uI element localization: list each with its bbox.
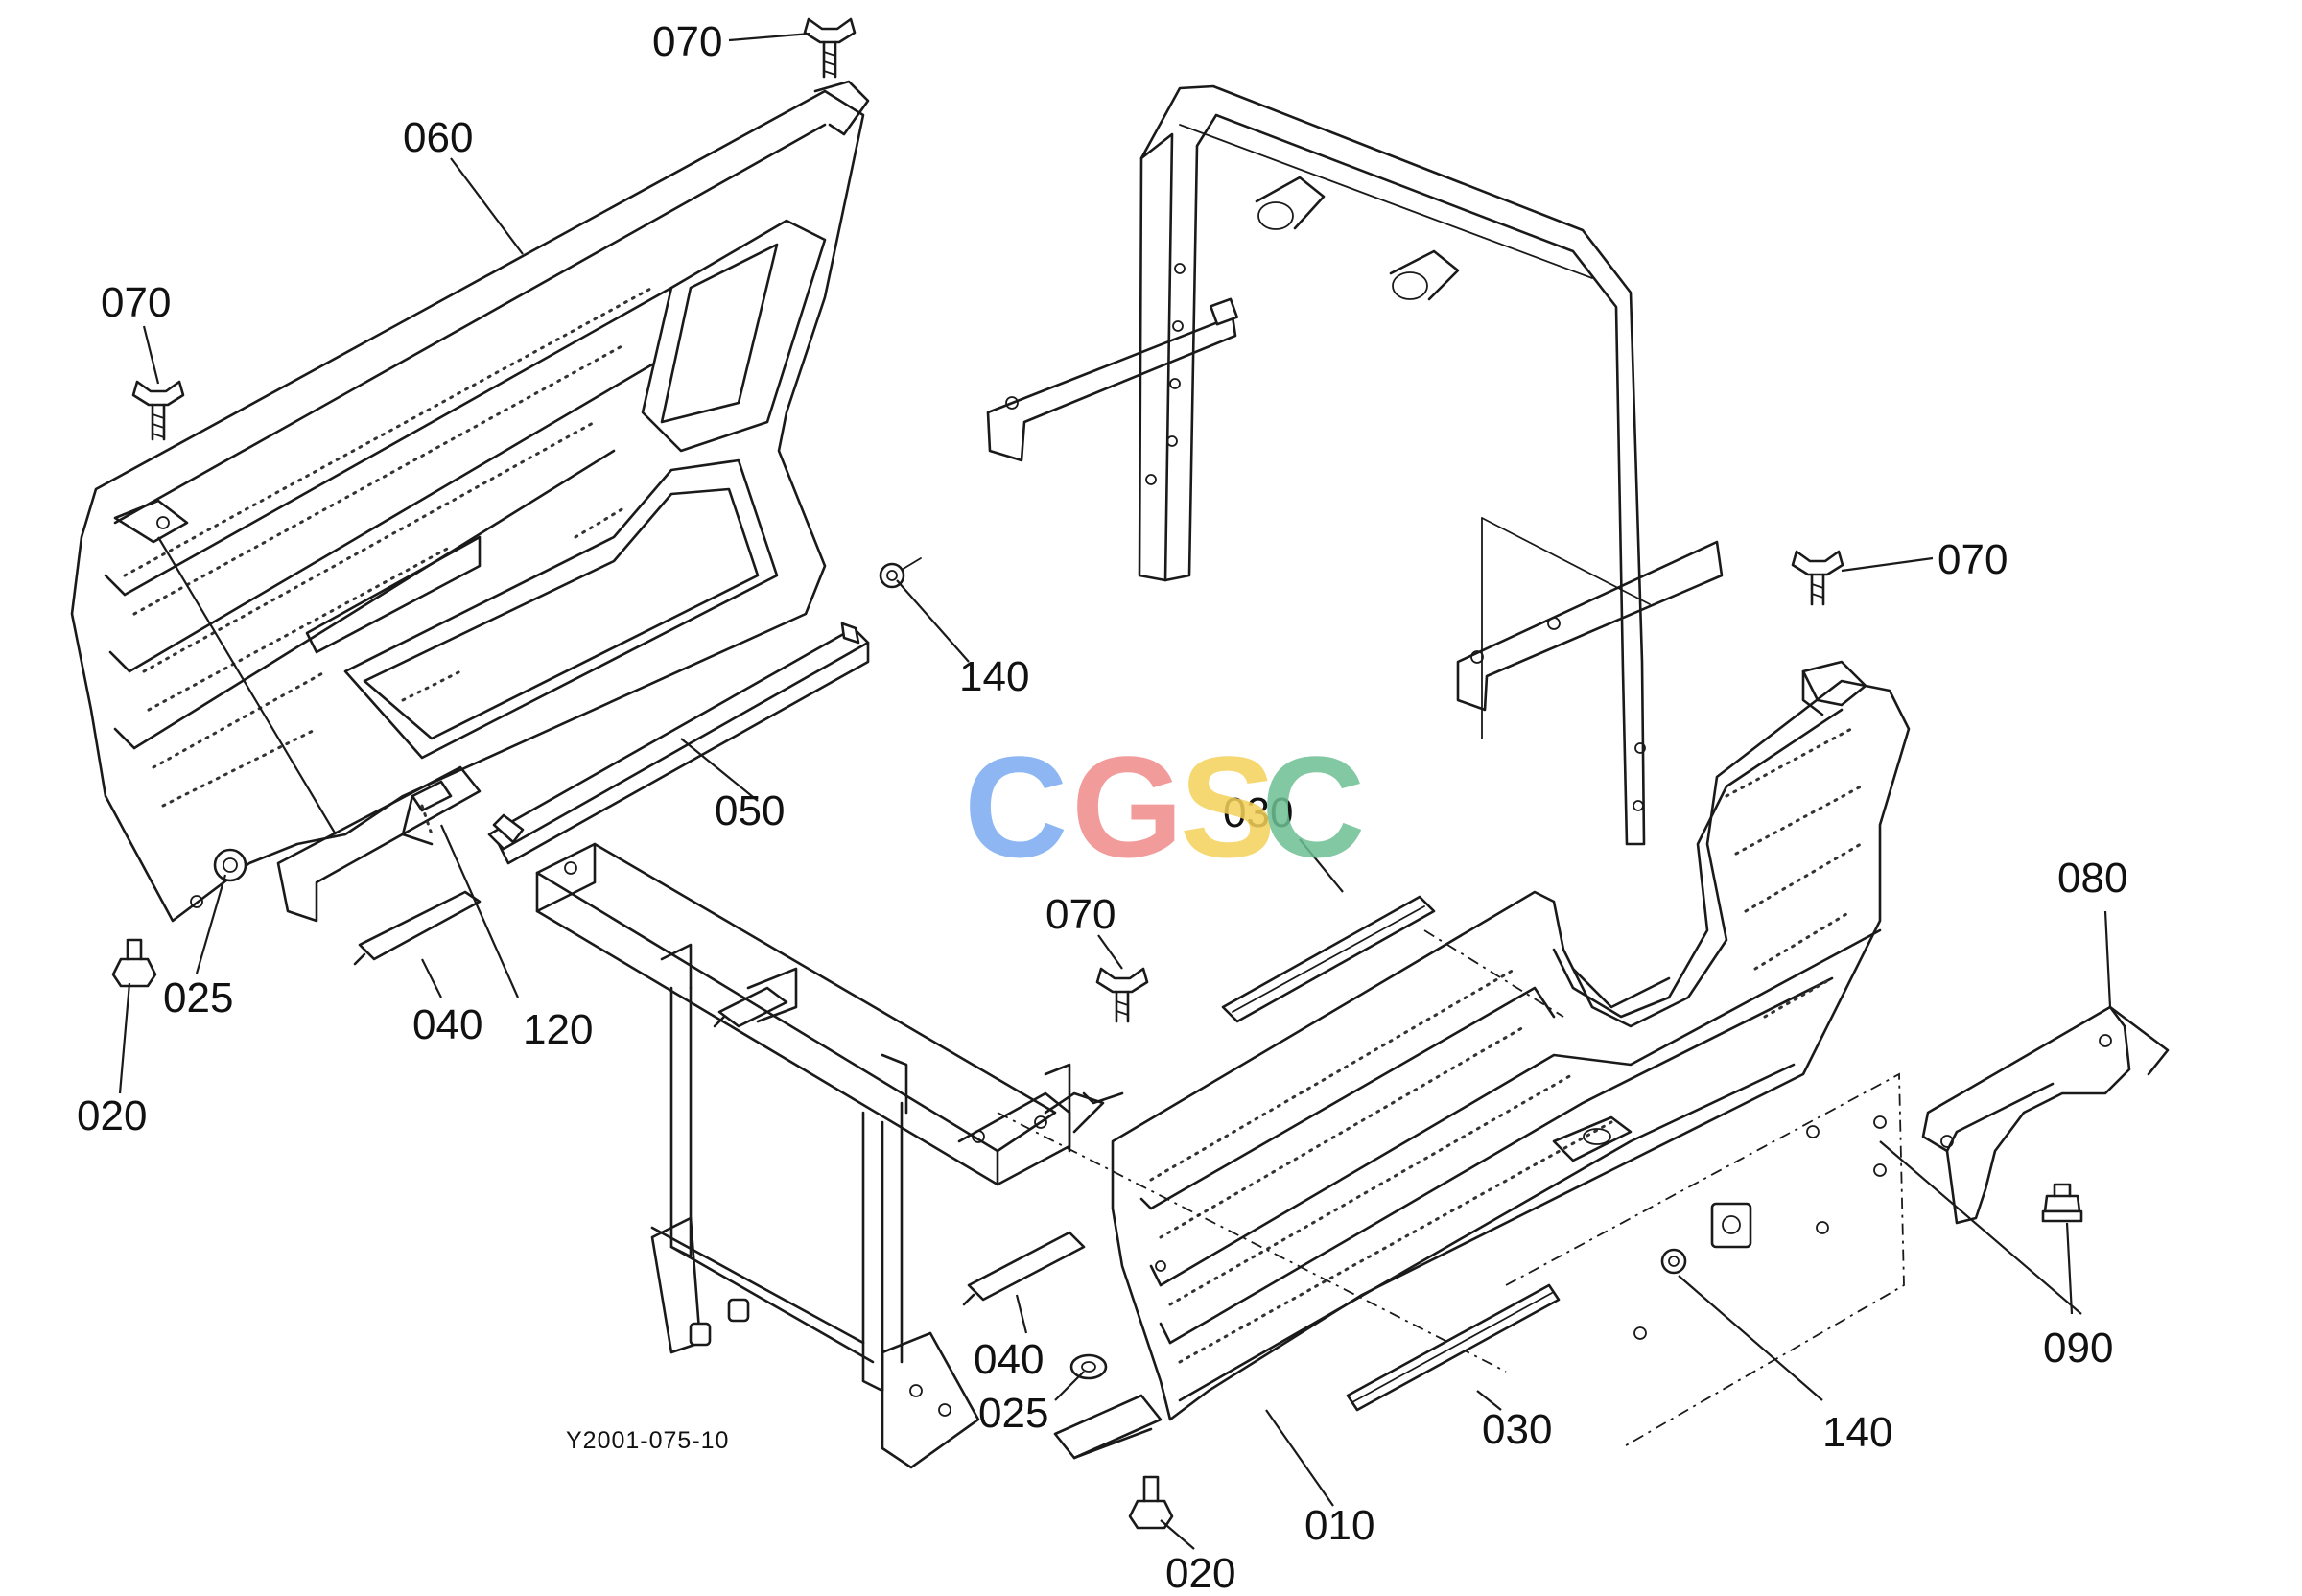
callout-025: 025 [163,974,233,1021]
callout-040: 040 [974,1336,1044,1383]
rear-frame [986,84,1724,846]
callout-070: 070 [1938,536,2008,583]
leader-lines [118,32,2112,1550]
floor-frame [276,622,1124,1469]
drawing-reference-number: Y2001-075-10 [566,1427,729,1454]
watermark-letter-c: C [964,726,1068,887]
knob-bolt-icon [1128,1475,1174,1530]
side-panel-060 [70,80,870,923]
wing-nut-icon [803,17,857,79]
callout-040: 040 [412,1001,482,1048]
tread-030-upper [1221,895,1436,1023]
tread-040-upper [353,890,482,966]
callout-060: 060 [403,114,473,161]
callout-050: 050 [715,787,785,834]
fender-080 [1921,1005,2170,1225]
callout-120: 120 [523,1006,593,1053]
callout-020: 020 [77,1092,147,1139]
washer-icon [1660,1248,1687,1275]
wing-nut-icon [131,380,185,441]
knob-bolt-icon [111,938,157,988]
bolt-icon [2041,1183,2083,1223]
side-panel-010 [997,660,1911,1460]
wing-nut-icon [1095,967,1149,1023]
callout-080: 080 [2057,855,2127,902]
washer-icon [879,557,922,589]
tread-040-lower [962,1231,1086,1306]
callout-labels: 070 060 070 070 140 050 030 070 080 025 … [77,18,2127,1596]
callout-090: 090 [2043,1325,2113,1372]
watermark-letter-s: S [1180,726,1276,887]
callout-140: 140 [1822,1409,1892,1456]
callout-030: 030 [1482,1406,1552,1453]
wing-nut-icon [1791,550,1844,606]
callout-010: 010 [1304,1502,1374,1549]
callout-140: 140 [959,653,1029,700]
watermark-letter-c2: C [1261,726,1365,887]
callout-070: 070 [101,279,171,326]
washer-icon [213,848,247,882]
callout-070: 070 [652,18,722,65]
callout-070: 070 [1045,891,1116,938]
callout-030: 030 [1223,789,1293,836]
callout-025: 025 [978,1390,1048,1437]
tread-030-lower [1346,1283,1561,1412]
washer-icon [1069,1353,1108,1380]
watermark-letter-g: G [1071,726,1184,887]
watermark-logo: C G S C [964,726,1365,887]
callout-020: 020 [1165,1550,1235,1596]
